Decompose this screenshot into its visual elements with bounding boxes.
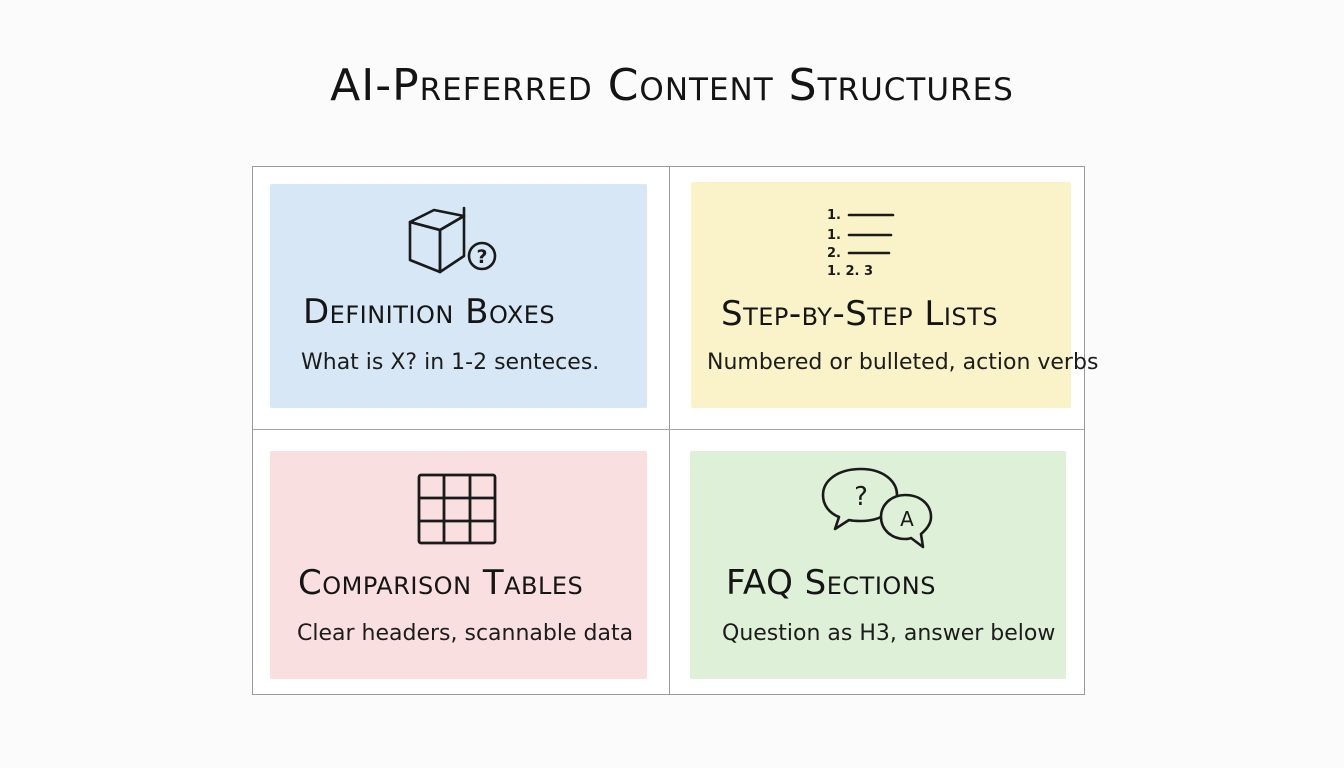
card-description: Numbered or bulleted, action verbs: [707, 350, 1099, 375]
svg-text:2.: 2.: [827, 246, 841, 261]
grid-vertical-divider: [669, 167, 670, 694]
card-faq-sections: ? A FAQ Sections Question as H3, answer …: [690, 451, 1066, 679]
cube-question-icon: ?: [408, 206, 497, 274]
card-definition-boxes: ? Definition Boxes What is X? in 1-2 sen…: [270, 184, 647, 408]
card-heading: Definition Boxes: [303, 292, 556, 332]
card-description: Clear headers, scannable data: [297, 621, 634, 646]
svg-text:1.: 1.: [827, 228, 841, 243]
svg-text:?: ?: [854, 482, 868, 512]
card-description: Question as H3, answer below: [722, 621, 1056, 646]
svg-text:?: ?: [476, 246, 487, 268]
svg-text:1.: 1.: [827, 208, 841, 223]
card-description: What is X? in 1-2 senteces.: [301, 350, 600, 375]
card-step-by-step-lists: 1. 1. 2. 1. 2. 3 Step-by-Step Lists Numb…: [691, 182, 1098, 408]
content-structures-grid: ? Definition Boxes What is X? in 1-2 sen…: [252, 166, 1098, 695]
page-title: AI-Preferred Content Structures: [330, 60, 1014, 111]
grid-horizontal-divider: [253, 429, 1084, 430]
qa-speech-bubbles-icon: ? A: [821, 467, 933, 549]
card-heading: Comparison Tables: [298, 563, 584, 603]
table-grid-icon: [417, 473, 497, 545]
card-heading: Step-by-Step Lists: [721, 294, 999, 334]
numbered-list-icon: 1. 1. 2. 1. 2. 3: [827, 208, 895, 275]
card-heading: FAQ Sections: [726, 563, 936, 603]
svg-text:1. 2. 3: 1. 2. 3: [827, 264, 873, 275]
card-comparison-tables: Comparison Tables Clear headers, scannab…: [270, 451, 647, 679]
svg-text:A: A: [900, 507, 914, 531]
